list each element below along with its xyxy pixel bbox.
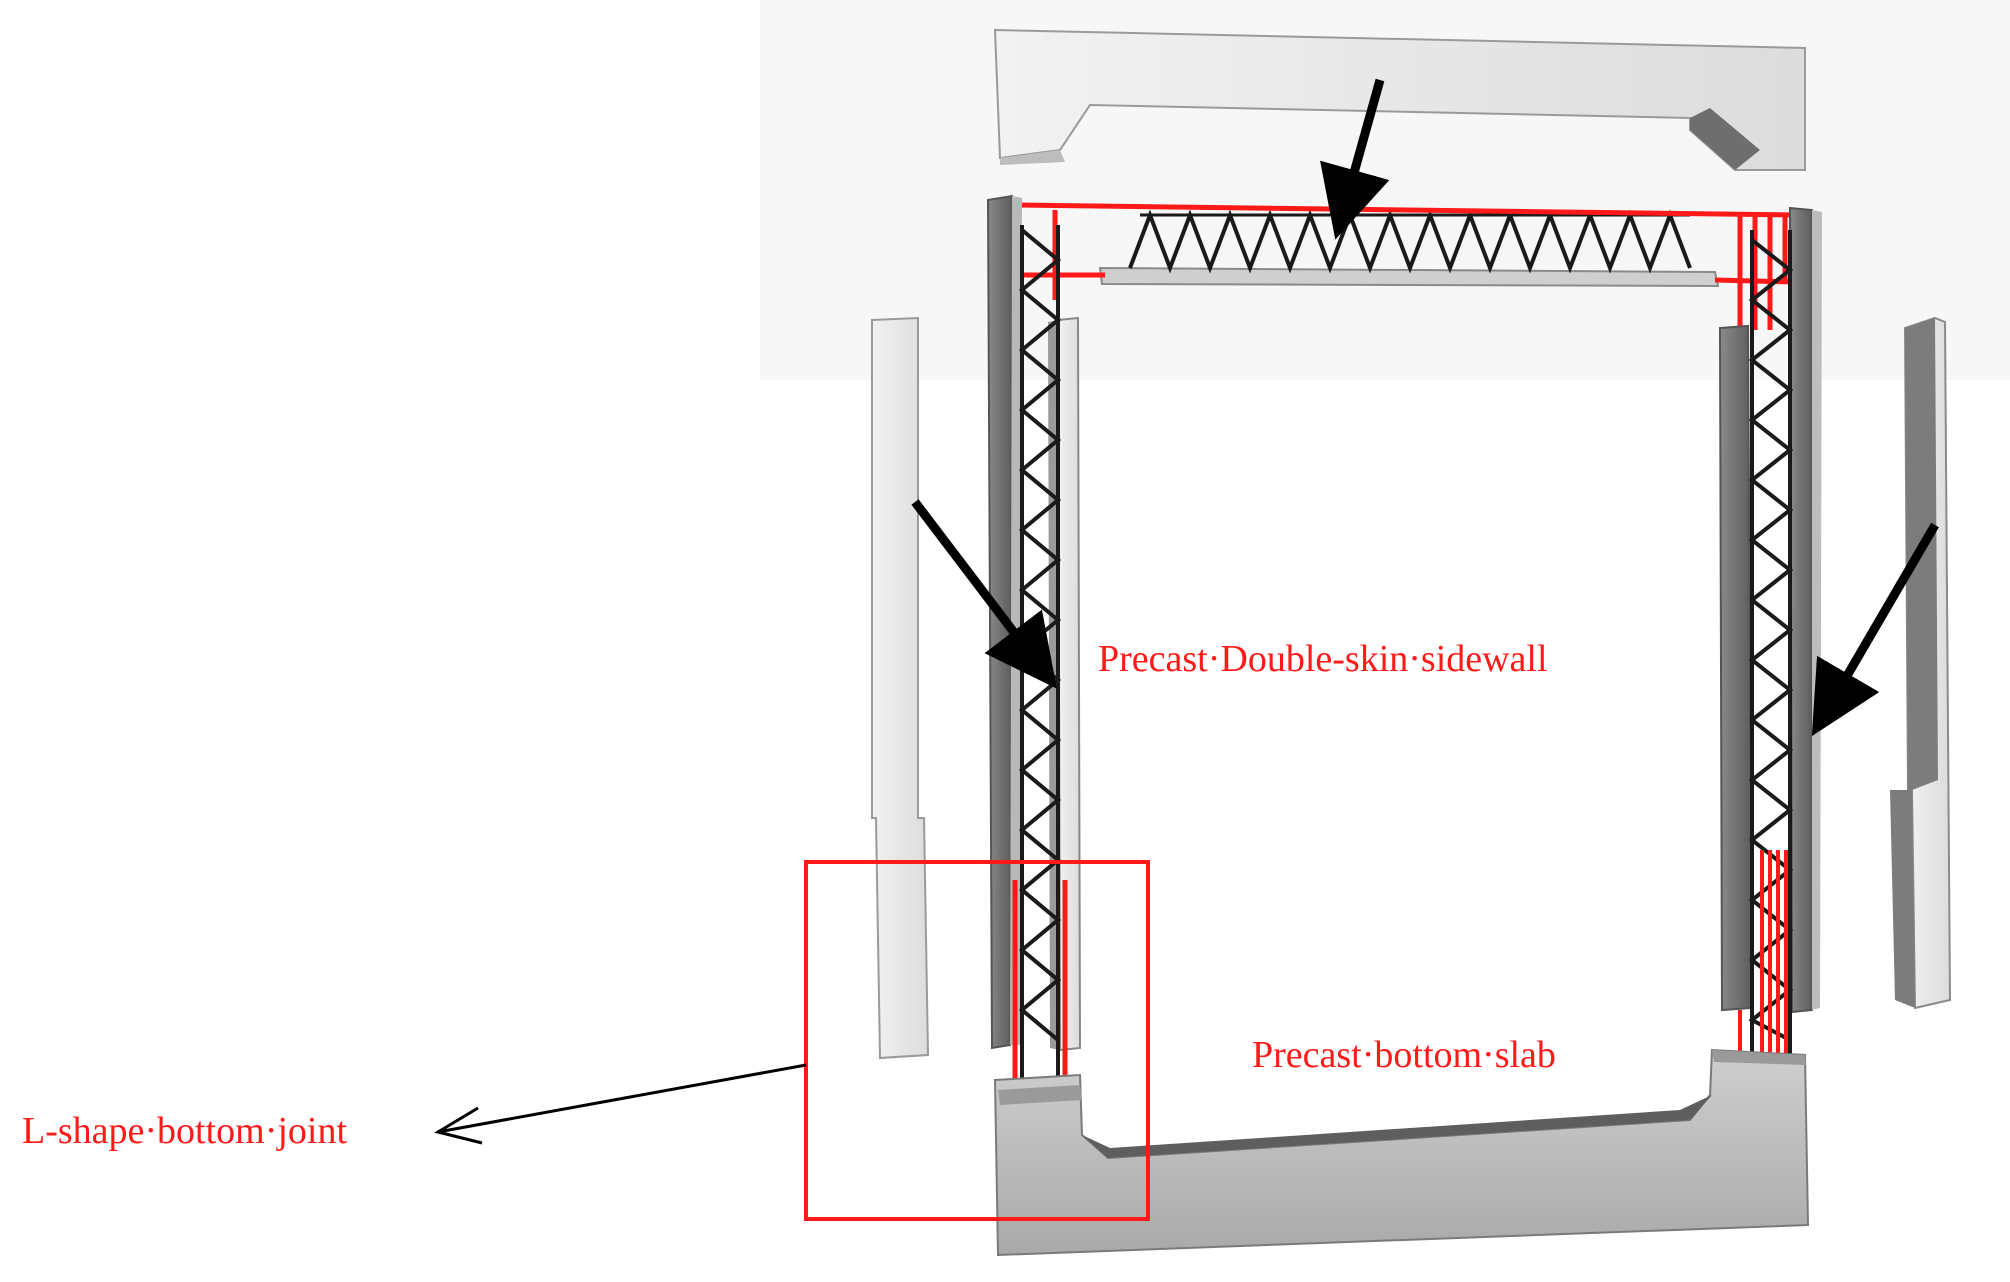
arrow-right xyxy=(1811,522,1939,737)
left-outer-skin xyxy=(871,316,930,1060)
precast-top-slab xyxy=(993,28,1806,171)
joint-leader-arrow xyxy=(434,1063,807,1145)
right-outer-skin xyxy=(1890,316,1952,1010)
arrow-top xyxy=(1320,78,1390,240)
top-lattice-slab xyxy=(1098,209,1720,288)
callout-arrows xyxy=(911,78,1939,737)
label-bottom-slab: Precast·bottom·slab xyxy=(1252,1034,1556,1076)
joint-highlight-box xyxy=(804,860,1150,1221)
label-joint: L-shape·bottom·joint xyxy=(22,1110,348,1152)
top-truss xyxy=(1128,209,1692,274)
label-sidewall: Precast·Double-skin·sidewall xyxy=(1098,638,1548,680)
precast-bottom-slab xyxy=(993,1048,1810,1257)
right-double-skin-sidewall xyxy=(1718,206,1822,1060)
arrow-left xyxy=(911,499,1057,689)
